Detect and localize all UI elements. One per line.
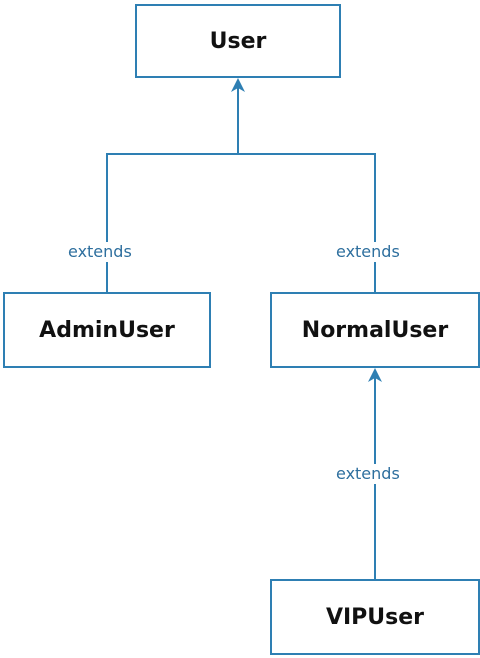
- edge-label-vip-extends: extends: [334, 464, 402, 484]
- class-node-user: User: [135, 4, 341, 78]
- edge-label-normal-extends: extends: [334, 242, 402, 262]
- edge-normal-to-user: [238, 153, 376, 292]
- class-node-admin-user: AdminUser: [3, 292, 211, 368]
- arrowhead-user-icon: [231, 78, 245, 92]
- arrowhead-normal-icon: [368, 368, 382, 382]
- class-node-vip-user: VIPUser: [270, 579, 480, 655]
- edge-label-admin-extends: extends: [66, 242, 134, 262]
- edge-admin-to-user: [106, 88, 239, 292]
- class-node-normal-user: NormalUser: [270, 292, 480, 368]
